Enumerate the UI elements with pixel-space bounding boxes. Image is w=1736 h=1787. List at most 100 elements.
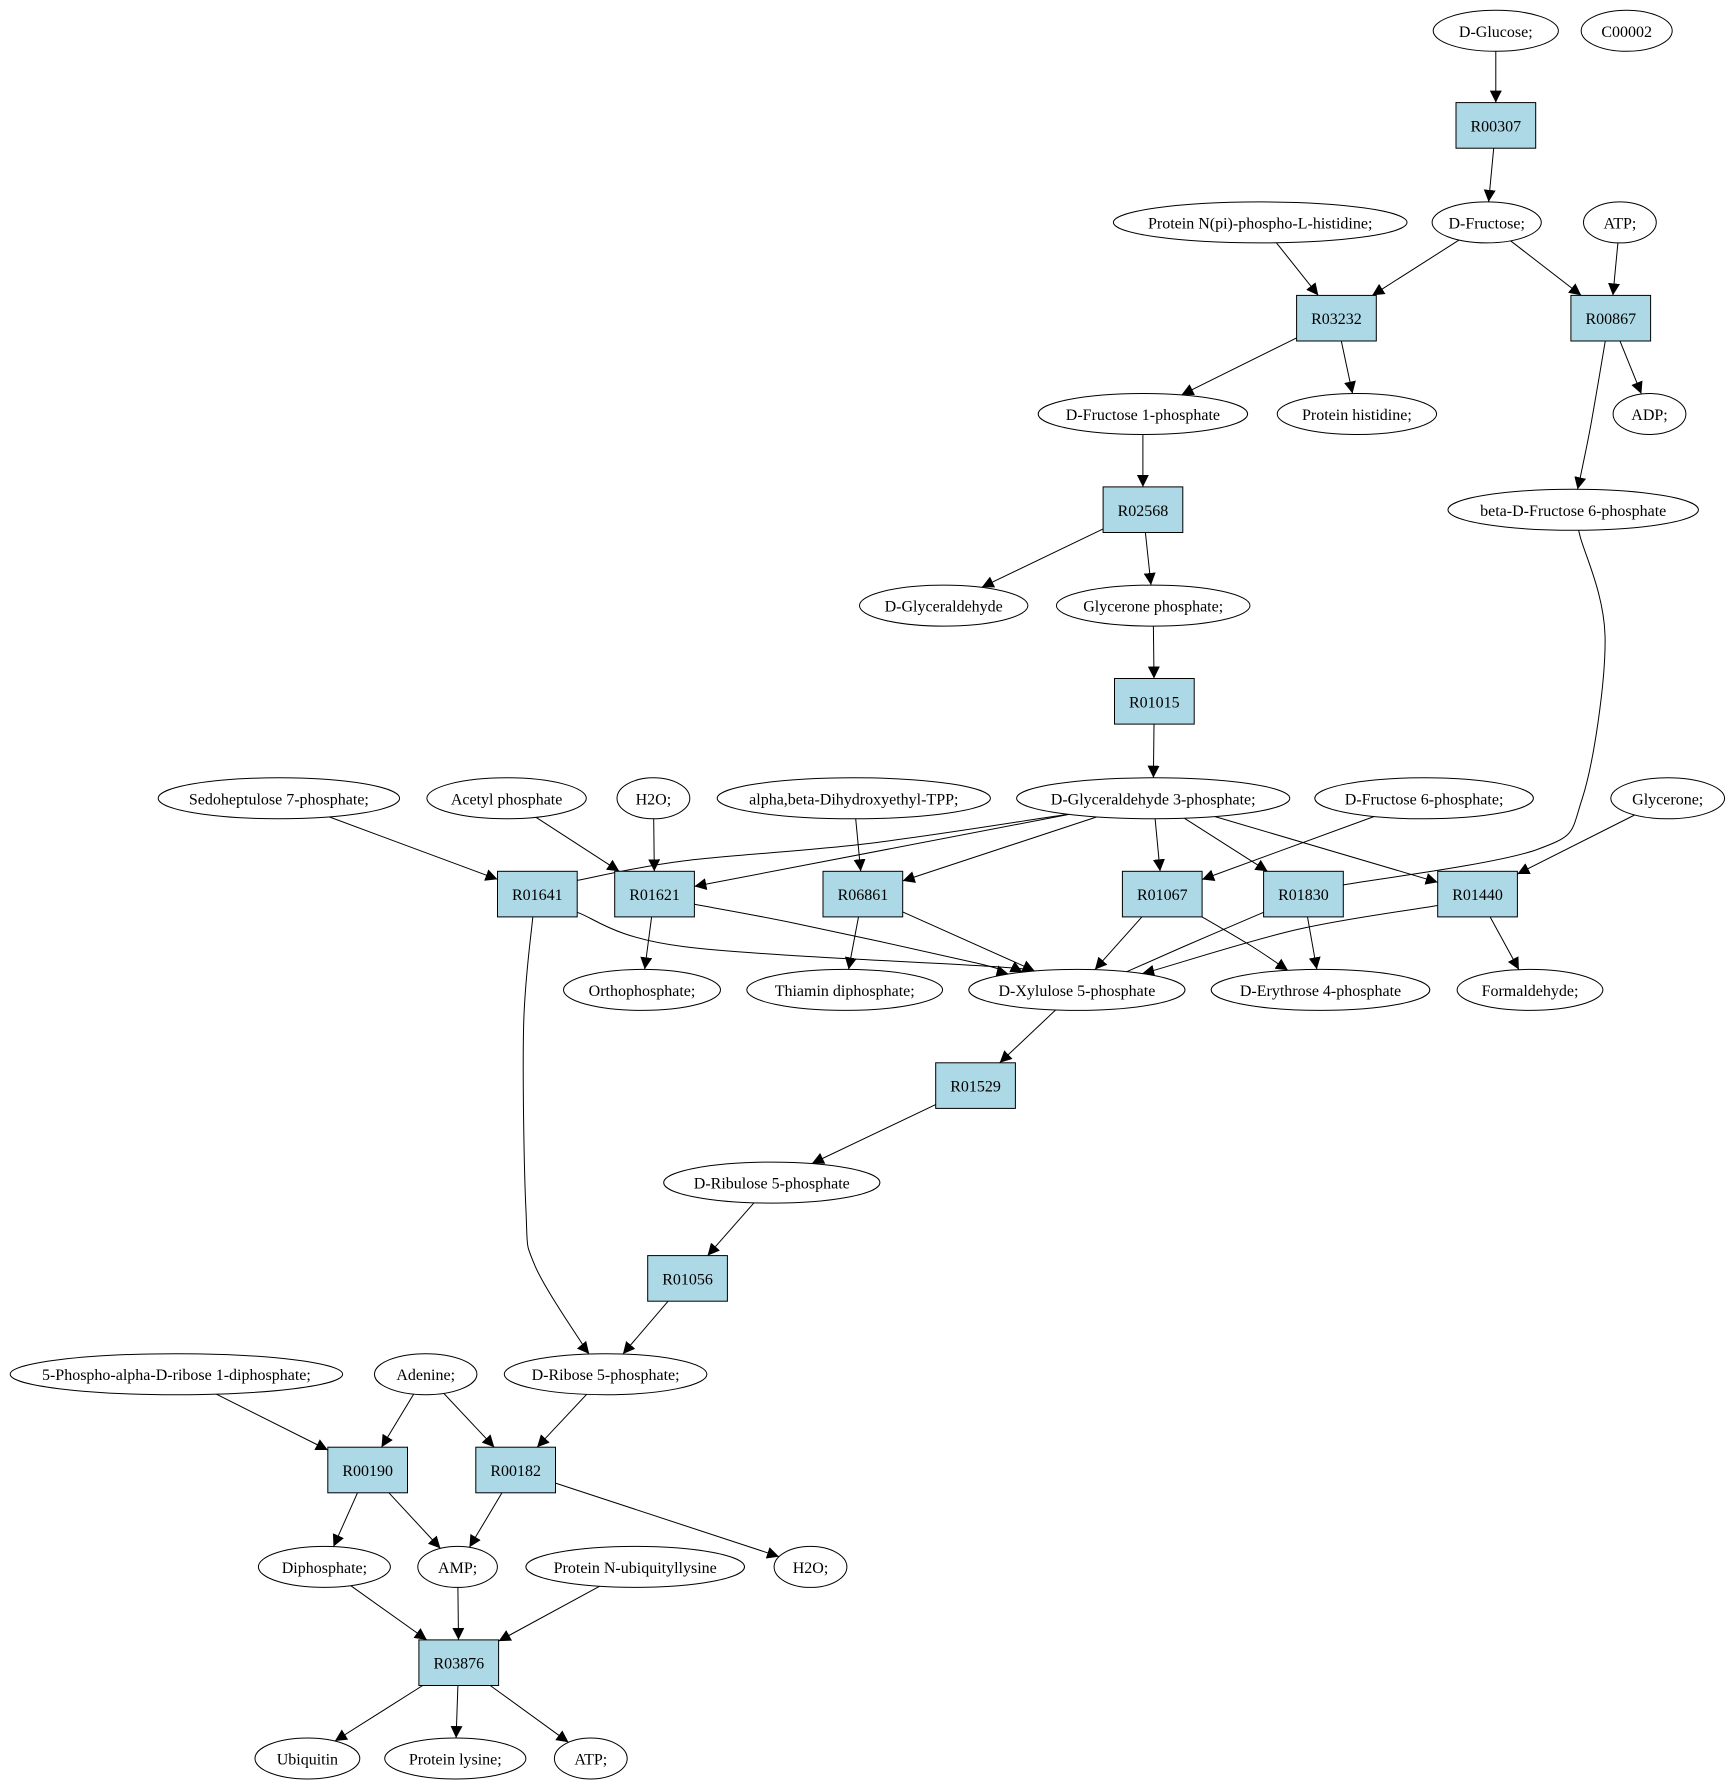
compound-ellipse [1276, 393, 1438, 435]
node-label: D-Ribose 5-phosphate; [532, 1367, 680, 1384]
reaction-box [935, 1062, 1016, 1109]
edge-r01641-to-dr5p [522, 908, 592, 1359]
node-label: R01641 [512, 887, 563, 904]
compound-node-atp2: ATP; [553, 1737, 628, 1780]
compound-ellipse [968, 968, 1186, 1011]
node-label: Protein histidine; [1302, 407, 1412, 424]
reaction-node-r01440: R01440 [1437, 870, 1518, 918]
reaction-box [822, 870, 904, 918]
edge-r03232-to-df1p [1181, 337, 1297, 396]
reaction-node-r03232: R03232 [1296, 294, 1377, 342]
edge-bdf6p-to-r01830 [1328, 525, 1606, 893]
edge-r01440-to-formald [1489, 916, 1520, 970]
edge-sed7p-to-r01641 [329, 816, 498, 881]
node-label: D-Fructose 6-phosphate; [1345, 791, 1504, 808]
node-label: R01067 [1137, 887, 1188, 904]
edge-glycerone-to-r01440 [1517, 814, 1635, 875]
edge-r00190-to-diphos [332, 1492, 358, 1547]
edge-r00182-to-h2o2 [555, 1482, 780, 1559]
compound-ellipse [663, 1161, 881, 1204]
compound-node-protnpi: Protein N(pi)-phospho-L-histidine; [1112, 201, 1408, 244]
node-label: R00182 [490, 1463, 541, 1480]
node-label: Protein N(pi)-phospho-L-histidine; [1148, 215, 1372, 232]
compound-ellipse [1016, 777, 1291, 820]
compound-node-dglyald: D-Glyceraldehyde [859, 584, 1029, 627]
edge-prpp-to-r00190 [215, 1393, 329, 1451]
edge-r02568-to-glycp [1143, 532, 1156, 586]
compound-node-c00002: C00002 [1580, 9, 1673, 52]
node-label: Orthophosphate; [589, 983, 696, 1000]
node-label: Ubiquitin [277, 1752, 338, 1769]
node-label: D-Glyceraldehyde 3-phosphate; [1051, 791, 1256, 808]
edge-r00867-to-adp [1619, 340, 1643, 395]
compound-node-protlys: Protein lysine; [384, 1737, 527, 1780]
reaction-node-r01015: R01015 [1114, 678, 1195, 725]
edge-dfructose-to-r00867 [1510, 240, 1582, 296]
edge-r01830-to-de4p [1307, 916, 1321, 970]
node-label: R00190 [342, 1463, 393, 1480]
node-label: R03232 [1311, 311, 1362, 328]
edge-r00867-to-bdf6p [1574, 335, 1607, 490]
reaction-node-r01067: R01067 [1121, 870, 1203, 918]
compound-node-adp: ADP; [1612, 393, 1687, 435]
compound-node-atp1: ATP; [1583, 201, 1657, 244]
reaction-box [1263, 870, 1344, 918]
node-label: Protein lysine; [409, 1752, 502, 1769]
compound-ellipse [1037, 393, 1249, 435]
edge-r00190-to-amp [388, 1492, 441, 1549]
node-label: D-Fructose 1-phosphate [1066, 407, 1220, 424]
edge-acetp-to-r01621 [535, 816, 620, 872]
edge-r02568-to-dglyald [981, 528, 1104, 588]
node-label: Diphosphate; [282, 1560, 367, 1577]
edge-dru5p-to-r01056 [707, 1202, 755, 1256]
edge-r01621-to-orthop [640, 916, 653, 970]
node-label: D-Glucose; [1459, 24, 1533, 41]
node-label: Glycerone; [1632, 791, 1703, 808]
compound-node-dglucose: D-Glucose; [1432, 9, 1559, 52]
compound-node-adenine: Adenine; [374, 1353, 478, 1396]
compound-ellipse [563, 968, 721, 1011]
compound-ellipse [1610, 777, 1726, 820]
edge-dga3p-to-r06861 [902, 816, 1097, 883]
edge-r06861-to-thdp [844, 916, 859, 970]
compound-node-amp: AMP; [417, 1545, 498, 1588]
reaction-box [327, 1446, 408, 1494]
edge-glycp-to-r01015 [1147, 626, 1160, 679]
node-label: R01621 [629, 887, 680, 904]
compound-node-bdf6p: beta-D-Fructose 6-phosphate [1447, 488, 1699, 531]
edge-dfructose-to-r03232 [1371, 239, 1460, 296]
node-label: D-Glyceraldehyde [885, 599, 1003, 616]
edge-r00182-to-amp [468, 1492, 503, 1548]
node-label: D-Ribulose 5-phosphate [694, 1176, 850, 1193]
node-label: R06861 [838, 887, 889, 904]
node-label: Adenine; [396, 1367, 455, 1384]
reaction-node-r00867: R00867 [1570, 294, 1652, 342]
reaction-box [1114, 678, 1195, 725]
node-label: R01056 [662, 1271, 713, 1288]
edge-dga3p-to-r01830 [1184, 817, 1268, 872]
compound-node-h2o2: H2O; [773, 1545, 848, 1588]
compound-ellipse [384, 1737, 527, 1780]
node-label: ATP; [574, 1752, 607, 1769]
reaction-node-r01529: R01529 [935, 1062, 1016, 1109]
edge-r01067-to-dx5p [1094, 916, 1143, 970]
node-label: H2O; [793, 1560, 829, 1577]
edge-dga3p-to-r01440 [1214, 816, 1438, 885]
compound-node-sed7p: Sedoheptulose 7-phosphate; [157, 777, 401, 820]
compound-ellipse [616, 777, 691, 820]
edge-h2o1-to-r01621 [648, 818, 661, 872]
compound-ellipse [553, 1737, 628, 1780]
node-label: ADP; [1631, 407, 1667, 424]
edge-r06861-to-dx5p [902, 911, 1035, 972]
compound-node-formald: Formaldehyde; [1456, 968, 1604, 1011]
compound-ellipse [157, 777, 401, 820]
compound-node-dr5p: D-Ribose 5-phosphate; [503, 1353, 708, 1396]
node-label: AMP; [438, 1560, 477, 1577]
node-label: R01529 [950, 1079, 1001, 1096]
edge-diphos-to-r03876 [350, 1585, 428, 1641]
node-label: D-Fructose; [1448, 215, 1524, 232]
compound-ellipse [257, 1545, 391, 1588]
node-label: alpha,beta-Dihydroxyethyl-TPP; [749, 791, 958, 808]
